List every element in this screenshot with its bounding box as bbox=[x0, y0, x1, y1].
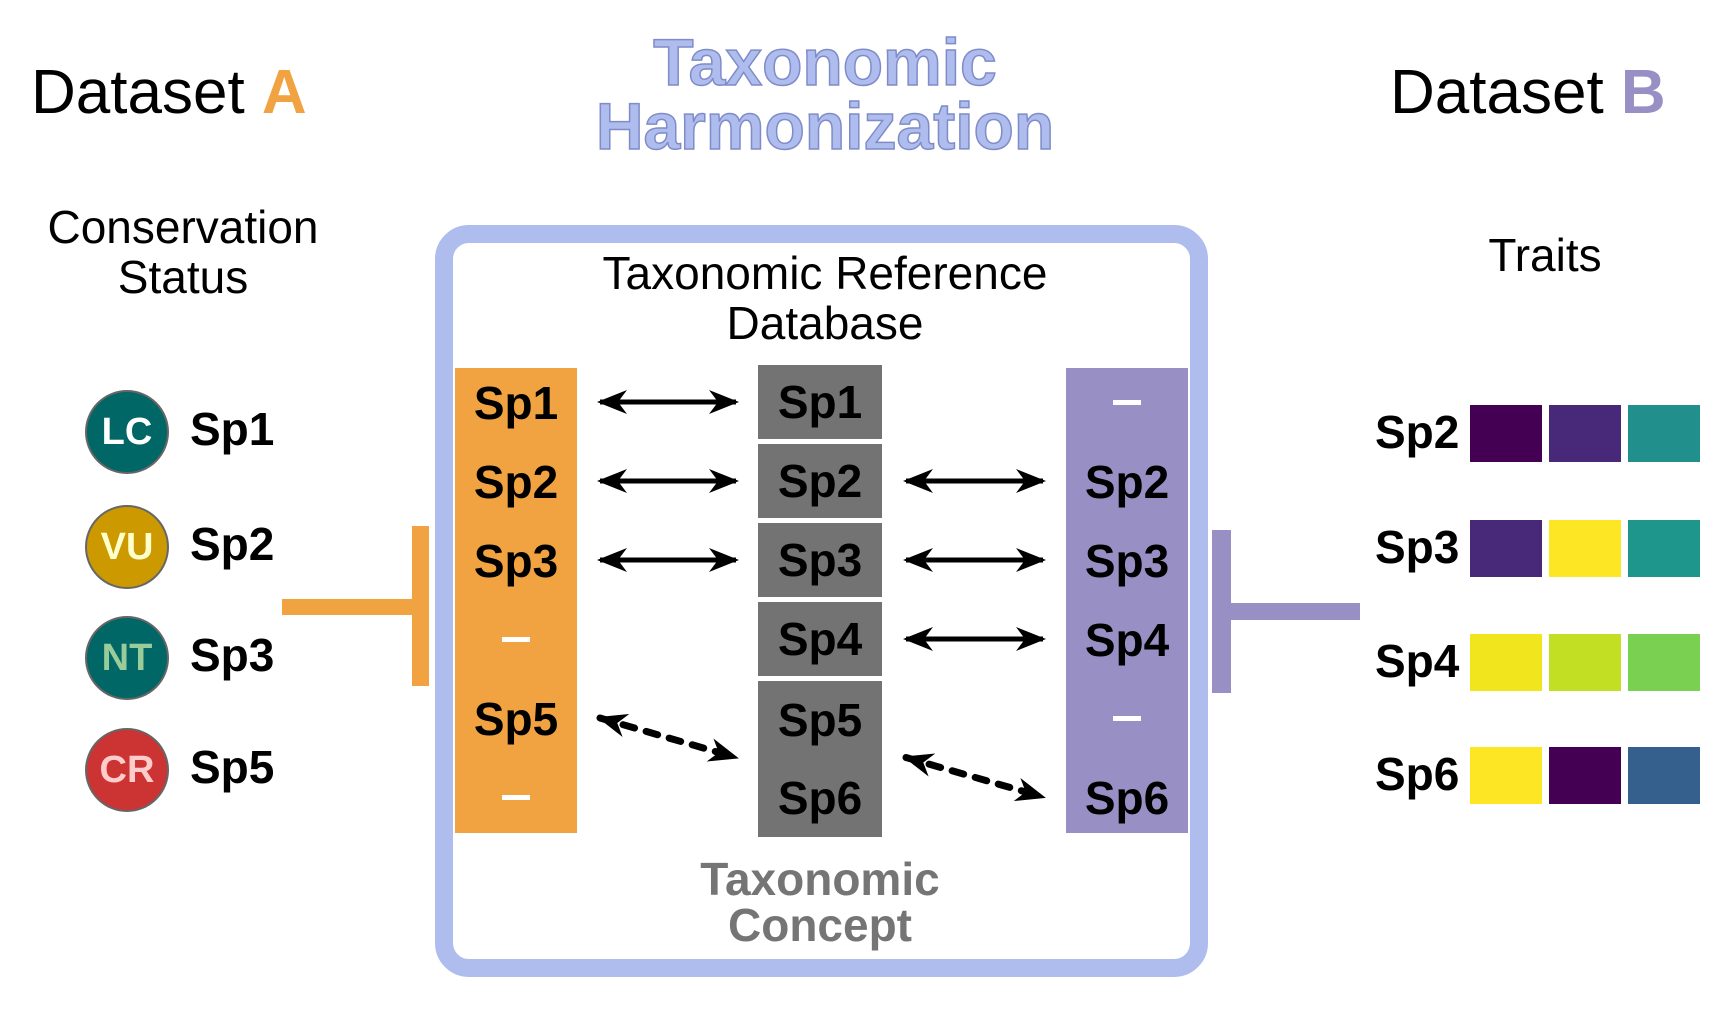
dataset-b-header: Dataset B bbox=[1390, 62, 1666, 124]
conservation-line1: Conservation bbox=[47, 201, 319, 253]
dataset-b-row: Sp6 bbox=[1066, 758, 1188, 837]
missing-dash bbox=[1113, 400, 1141, 405]
species-label: Sp1 bbox=[777, 376, 863, 428]
dataset-b-row bbox=[1066, 679, 1188, 758]
dataset-a-connector-horizontal bbox=[282, 599, 428, 615]
trait-swatch bbox=[1628, 520, 1700, 577]
dataset-a-letter: A bbox=[261, 58, 307, 127]
dataset-a-connector-vertical bbox=[412, 526, 429, 686]
status-species-label: Sp2 bbox=[190, 518, 275, 570]
link-b-dashed-arrow bbox=[902, 753, 1047, 802]
species-label: Sp5 bbox=[473, 692, 559, 745]
concept-line2: Concept bbox=[728, 899, 912, 951]
diagram-title: Taxonomic Harmonization bbox=[520, 25, 1130, 163]
species-label: Sp3 bbox=[777, 534, 863, 586]
conservation-line2: Status bbox=[117, 251, 249, 303]
trait-swatch bbox=[1549, 747, 1621, 804]
title-line2: Harmonization bbox=[595, 89, 1055, 163]
trait-species-label: Sp3 bbox=[1375, 521, 1460, 573]
reference-concept-box: Sp1 bbox=[758, 365, 882, 439]
missing-dash bbox=[502, 795, 530, 800]
status-badge-vu: VU bbox=[85, 505, 169, 589]
missing-dash bbox=[502, 637, 530, 642]
status-species-label: Sp3 bbox=[190, 629, 275, 681]
trait-species-label: Sp6 bbox=[1375, 748, 1460, 800]
trait-species-label: Sp2 bbox=[1375, 406, 1460, 458]
trait-swatch bbox=[1470, 747, 1542, 804]
reference-concept-box: Sp4 bbox=[758, 602, 882, 676]
taxonomic-concept-label: Taxonomic Concept bbox=[620, 856, 1020, 948]
species-label: Sp2 bbox=[473, 455, 559, 508]
status-badge-nt: NT bbox=[85, 616, 169, 700]
dataset-b-row bbox=[1066, 363, 1188, 442]
dataset-a-row bbox=[455, 600, 577, 679]
trait-swatch bbox=[1470, 405, 1542, 462]
concept-line1: Taxonomic bbox=[700, 853, 940, 905]
dataset-b-row: Sp2 bbox=[1066, 442, 1188, 521]
trait-swatch bbox=[1628, 634, 1700, 691]
reference-db-heading: Taxonomic Reference Database bbox=[555, 248, 1095, 348]
trait-swatch bbox=[1549, 634, 1621, 691]
conservation-status-heading: Conservation Status bbox=[18, 202, 348, 302]
reference-concept-box: Sp2 bbox=[758, 444, 882, 518]
missing-dash bbox=[1113, 716, 1141, 721]
species-label: Sp2 bbox=[1084, 455, 1170, 508]
harmonization-frame bbox=[435, 225, 1208, 977]
traits-heading: Traits bbox=[1488, 229, 1602, 281]
dataset-b-label: Dataset bbox=[1390, 58, 1604, 127]
status-badge-cr: CR bbox=[85, 728, 169, 812]
link-a-dashed-arrow bbox=[596, 714, 740, 762]
dataset-a-row: Sp3 bbox=[455, 521, 577, 600]
species-label: Sp3 bbox=[473, 534, 559, 587]
title-line1: Taxonomic bbox=[652, 25, 997, 99]
trait-species-label: Sp4 bbox=[1375, 635, 1460, 687]
reference-concept-box: Sp3 bbox=[758, 523, 882, 597]
dataset-b-row: Sp4 bbox=[1066, 600, 1188, 679]
dataset-a-row bbox=[455, 758, 577, 837]
dataset-b-connector-horizontal bbox=[1212, 603, 1360, 620]
trait-swatch bbox=[1628, 747, 1700, 804]
status-badge-lc: LC bbox=[85, 390, 169, 474]
dataset-a-header: Dataset A bbox=[31, 62, 307, 124]
trait-swatch bbox=[1470, 520, 1542, 577]
species-label: Sp6 bbox=[1084, 771, 1170, 824]
dataset-a-row: Sp5 bbox=[455, 679, 577, 758]
species-label: Sp4 bbox=[1084, 613, 1170, 666]
trait-swatch bbox=[1470, 634, 1542, 691]
species-label: Sp4 bbox=[777, 613, 863, 665]
species-label: Sp1 bbox=[473, 376, 559, 429]
status-species-label: Sp5 bbox=[190, 741, 275, 793]
species-label: Sp6 bbox=[777, 772, 863, 824]
reference-line2: Database bbox=[726, 297, 924, 349]
dataset-a-label: Dataset bbox=[31, 58, 245, 127]
trait-swatch bbox=[1549, 405, 1621, 462]
species-label: Sp3 bbox=[1084, 534, 1170, 587]
trait-swatch bbox=[1628, 405, 1700, 462]
species-label: Sp2 bbox=[777, 455, 863, 507]
trait-swatch bbox=[1549, 520, 1621, 577]
dataset-b-letter: B bbox=[1620, 58, 1666, 127]
status-species-label: Sp1 bbox=[190, 403, 275, 455]
dataset-a-row: Sp2 bbox=[455, 442, 577, 521]
reference-line1: Taxonomic Reference bbox=[602, 247, 1048, 299]
dataset-b-row: Sp3 bbox=[1066, 521, 1188, 600]
species-label: Sp5 bbox=[777, 694, 863, 746]
dataset-a-row: Sp1 bbox=[455, 363, 577, 442]
